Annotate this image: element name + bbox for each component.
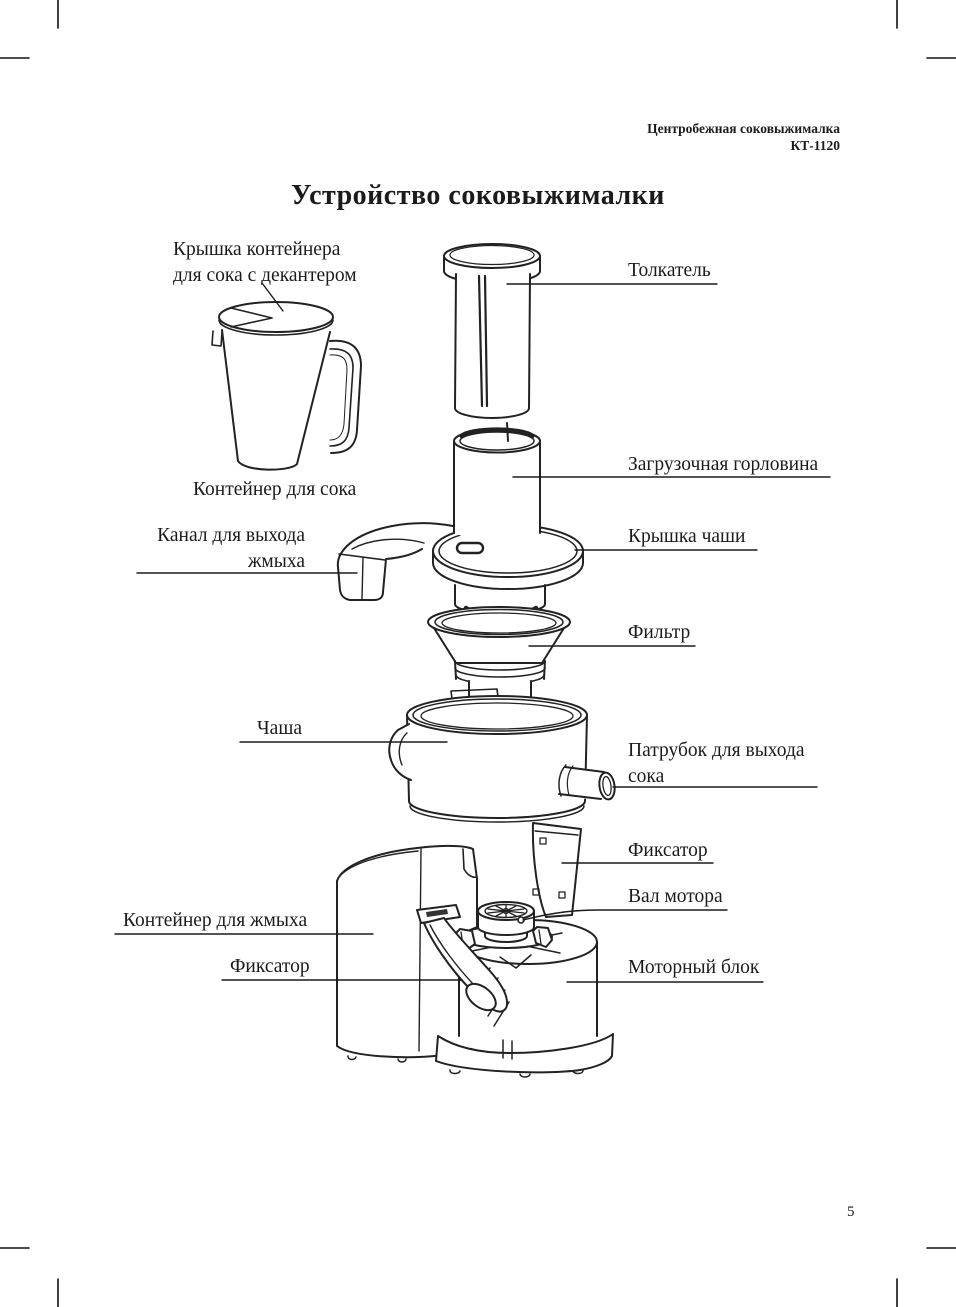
document-header: Центробежная соковыжималка КТ-1120 [647, 120, 840, 154]
callout-juice-container: Контейнер для сока [193, 479, 357, 500]
pusher-drawing [443, 243, 541, 419]
page-title: Устройство соковыжималки [291, 180, 665, 211]
callout-feed-chute: Загрузочная горловина [628, 454, 819, 475]
header-model-number: КТ-1120 [790, 138, 840, 153]
leader-lines [114, 282, 831, 983]
page-number: 5 [847, 1204, 855, 1220]
callout-motor-block: Моторный блок [628, 957, 760, 978]
callout-filter: Фильтр [628, 622, 691, 643]
callout-motor-shaft: Вал мотора [628, 886, 723, 907]
callout-jug-lid: Крышка контейнера для сока с декантером [173, 239, 357, 286]
filter-drawing [427, 606, 571, 705]
callout-pusher: Толкатель [628, 260, 711, 281]
callout-bowl: Чаша [257, 718, 302, 739]
callout-pulp-container: Контейнер для жмыха [123, 910, 308, 931]
callout-fixator-right: Фиксатор [628, 840, 708, 861]
callout-fixator-left: Фиксатор [230, 956, 310, 977]
bowl-drawing [388, 688, 616, 823]
callout-bowl-lid: Крышка чаши [628, 526, 746, 547]
callout-pulp-channel: Канал для выхода жмыха [157, 525, 305, 572]
juice-jug-drawing [211, 301, 362, 471]
bowl-lid-drawing [336, 422, 584, 616]
header-product-name: Центробежная соковыжималка [647, 121, 840, 136]
callout-juice-spout: Патрубок для выхода сока [628, 740, 805, 787]
motor-assembly-drawing [336, 822, 614, 1078]
